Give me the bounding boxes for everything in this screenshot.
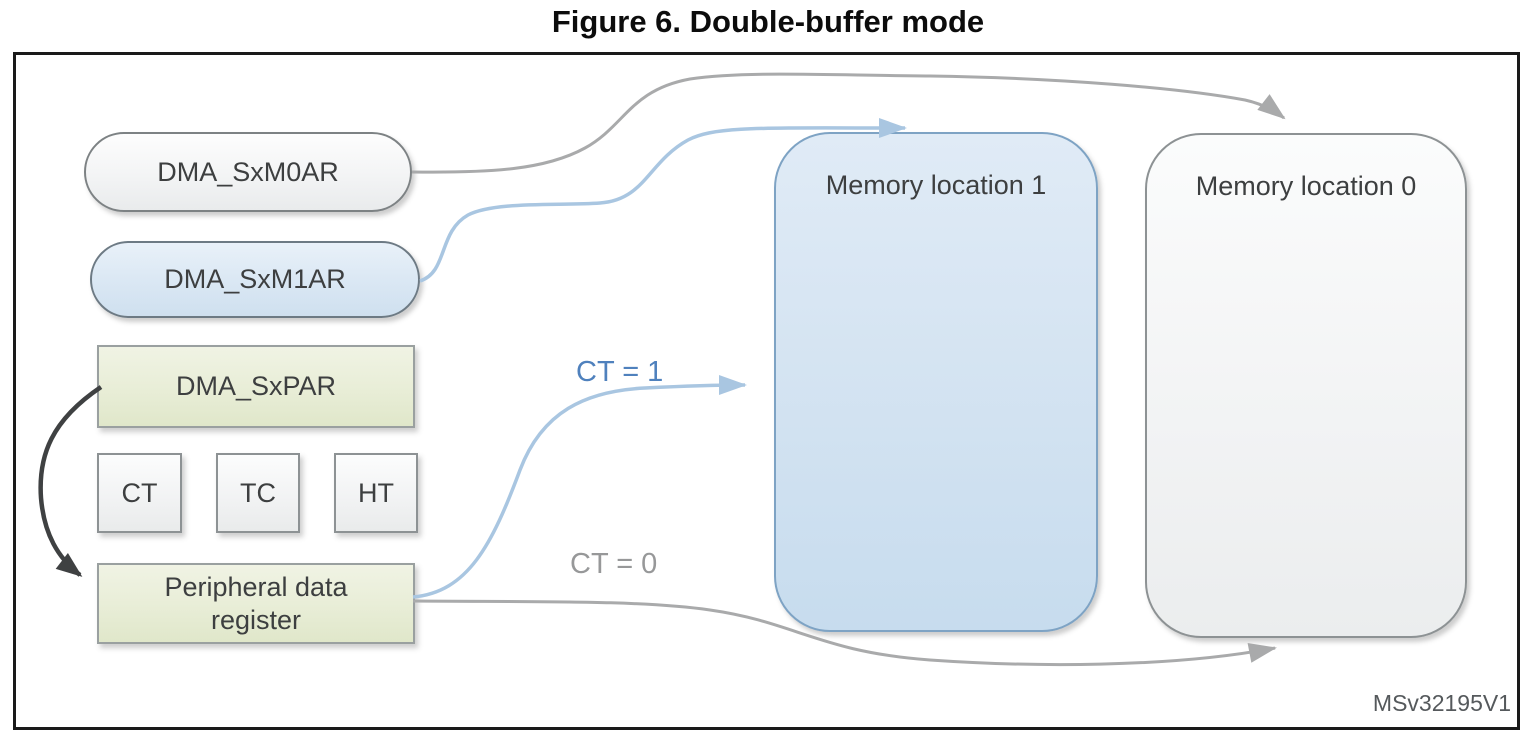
flag-ht-box: HT: [334, 453, 418, 533]
register-dma-sxm0ar: DMA_SxM0AR: [84, 132, 412, 212]
figure-title: Figure 6. Double-buffer mode: [551, 4, 985, 39]
register-dma-sxm1ar: DMA_SxM1AR: [90, 241, 420, 318]
ct-equals-0-label: CT = 0: [570, 548, 658, 580]
figure-watermark: MSv32195V1: [1372, 690, 1511, 716]
flag-ct-box: CT: [97, 453, 182, 533]
peripheral-data-register-box: Peripheral data register: [97, 563, 415, 644]
register-dma-sxpar: DMA_SxPAR: [97, 345, 415, 428]
flag-tc-box: TC: [216, 453, 300, 533]
memory-location-1-box: Memory location 1: [774, 132, 1098, 632]
ct-equals-1-label: CT = 1: [576, 356, 664, 388]
memory-location-0-box: Memory location 0: [1145, 133, 1467, 638]
